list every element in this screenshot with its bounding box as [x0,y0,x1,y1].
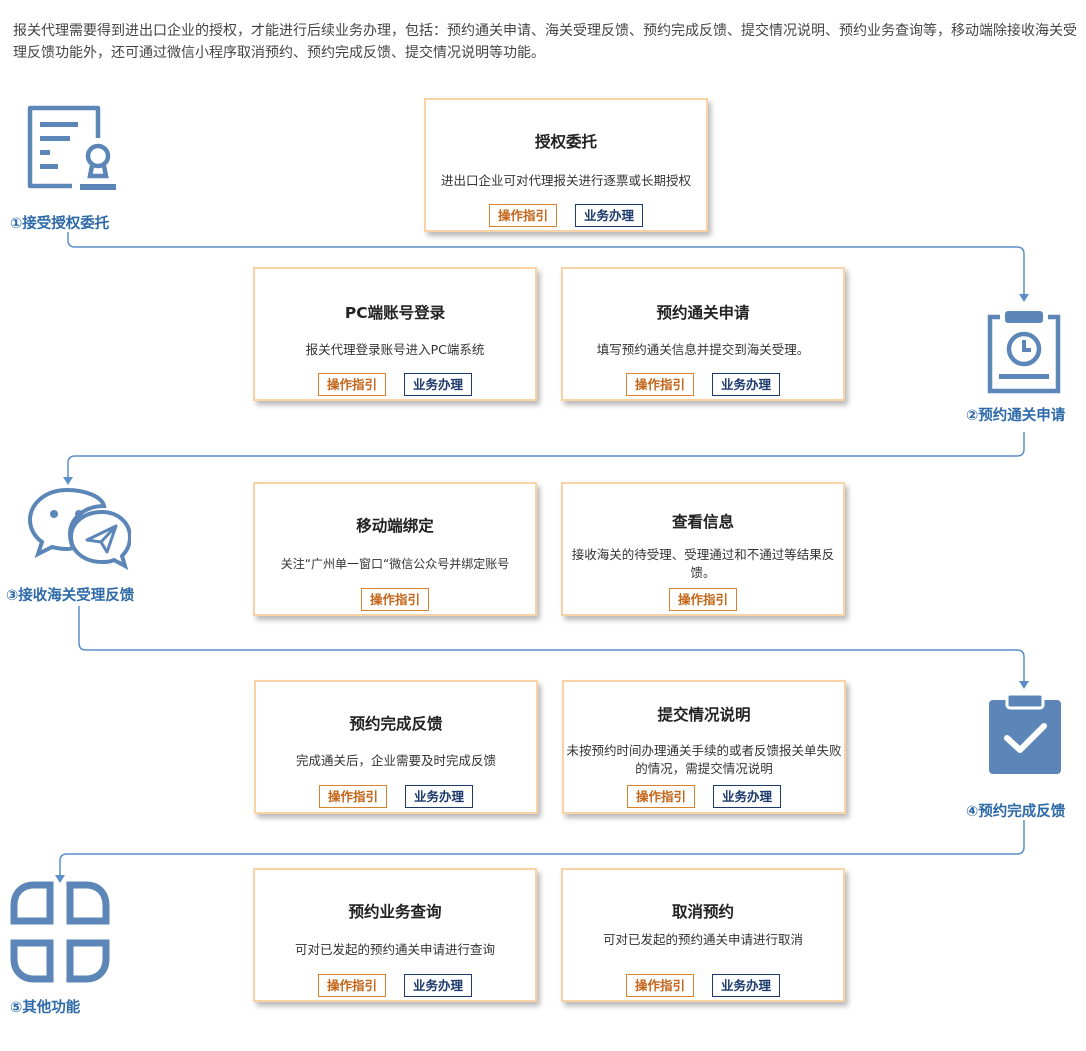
card-desc: 可对已发起的预约通关申请进行查询 [294,942,495,957]
intro-text: 报关代理需要得到进出口企业的授权，才能进行后续业务办理，包括：预约通关申请、海关… [13,23,1077,61]
card-desc: 关注“广州单一窗口“微信公众号并绑定账号 [280,557,510,571]
wechat-chat-icon [27,487,133,578]
card-title: 预约完成反馈 [349,715,443,733]
step-4-label: ④预约完成反馈 [966,804,1066,820]
card-title: 移动端绑定 [356,517,434,535]
card-title: 取消预约 [671,903,734,921]
guide-button[interactable]: 操作指引 [625,373,694,396]
document-seal-icon [24,104,120,196]
handle-button[interactable]: 业务办理 [713,785,782,808]
card-desc: 可对已发起的预约通关申请进行取消 [602,932,803,947]
card-desc: 未按预约时间办理通关手续的或者反馈报关单失败的情况，需提交情况说明 [566,743,842,776]
card-view-info: 查看信息 接收海关的待受理、受理通过和不通过等结果反馈。 操作指引 [561,482,845,616]
card-cancel-booking: 取消预约 可对已发起的预约通关申请进行取消 操作指引 业务办理 [561,868,845,1002]
step-3-label: ③接收海关受理反馈 [6,588,135,604]
card-title: 预约通关申请 [656,304,750,322]
card-clearance-application: 预约通关申请 填写预约通关信息并提交到海关受理。 操作指引 业务办理 [561,267,845,401]
card-completion-feedback: 预约完成反馈 完成通关后，企业需要及时完成反馈 操作指引 业务办理 [254,680,538,814]
card-authorization: 授权委托 进出口企业可对代理报关进行逐票或长期授权 操作指引 业务办理 [424,98,708,232]
guide-button[interactable]: 操作指引 [360,588,429,611]
step-1-label: ①接受授权委托 [10,216,110,232]
card-desc: 接收海关的待受理、受理通过和不通过等结果反馈。 [571,547,835,580]
card-pc-login: PC端账号登录 报关代理登录账号进入PC端系统 操作指引 业务办理 [253,267,537,401]
card-desc: 完成通关后，企业需要及时完成反馈 [295,753,496,768]
guide-button[interactable]: 操作指引 [488,204,557,227]
handle-button[interactable]: 业务办理 [712,373,781,396]
guide-button[interactable]: 操作指引 [318,785,387,808]
guide-button[interactable]: 操作指引 [317,974,386,997]
card-title: 预约业务查询 [348,903,442,921]
card-title: PC端账号登录 [344,304,446,322]
handle-button[interactable]: 业务办理 [404,373,473,396]
handle-button[interactable]: 业务办理 [575,204,644,227]
guide-button[interactable]: 操作指引 [625,974,694,997]
card-desc: 报关代理登录账号进入PC端系统 [305,342,485,357]
card-mobile-binding: 移动端绑定 关注“广州单一窗口“微信公众号并绑定账号 操作指引 [253,482,537,616]
step-5-label: ⑤其他功能 [10,1000,81,1016]
guide-button[interactable]: 操作指引 [668,588,737,611]
card-title: 授权委托 [534,133,597,151]
guide-button[interactable]: 操作指引 [626,785,695,808]
card-title: 提交情况说明 [657,706,751,724]
card-desc: 填写预约通关信息并提交到海关受理。 [596,342,810,357]
card-booking-query: 预约业务查询 可对已发起的预约通关申请进行查询 操作指引 业务办理 [253,868,537,1002]
handle-button[interactable]: 业务办理 [404,974,473,997]
handle-button[interactable]: 业务办理 [712,974,781,997]
card-title: 查看信息 [671,513,734,531]
card-situation-report: 提交情况说明 未按预约时间办理通关手续的或者反馈报关单失败的情况，需提交情况说明… [562,680,846,814]
handle-button[interactable]: 业务办理 [405,785,474,808]
four-squares-icon [10,881,110,983]
guide-button[interactable]: 操作指引 [317,373,386,396]
step-2-label: ②预约通关申请 [966,408,1066,424]
clipboard-clock-icon [986,309,1062,395]
clipboard-check-icon [987,692,1063,776]
card-desc: 进出口企业可对代理报关进行逐票或长期授权 [440,173,691,188]
